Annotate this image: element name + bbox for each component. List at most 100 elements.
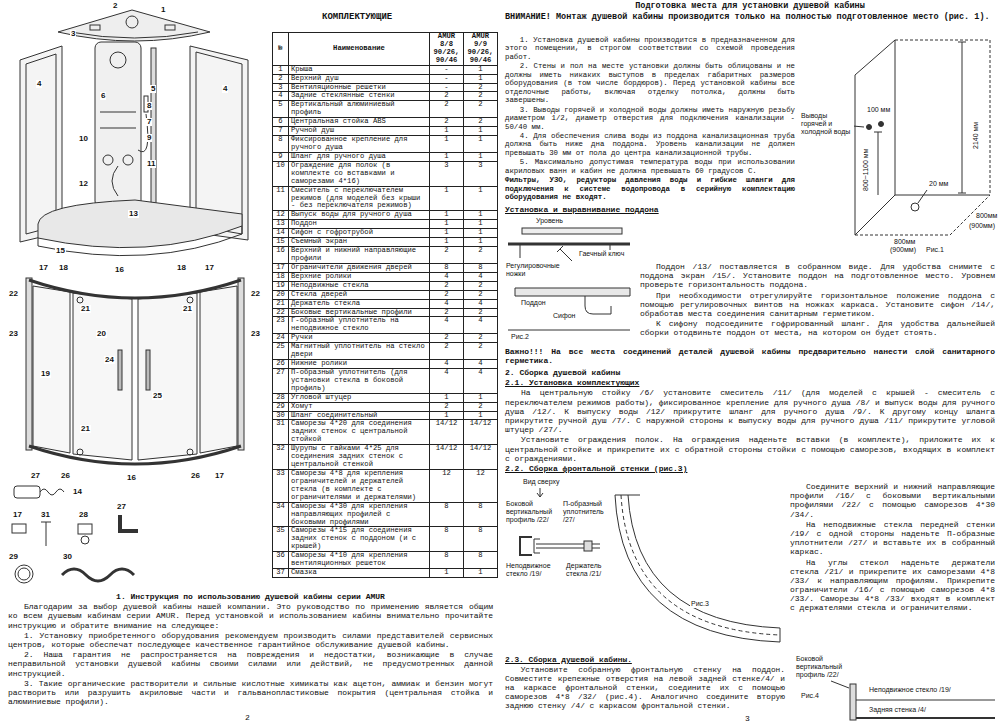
- text-column: 2.3. Сборка душевой кабины.Установите со…: [505, 655, 785, 711]
- callout-number: 16: [126, 474, 137, 482]
- room-figure-part: [855, 40, 895, 75]
- table-cell: 1: [430, 220, 464, 229]
- table-cell: 1: [464, 569, 498, 578]
- table-cell: 1: [430, 238, 464, 247]
- text-column: Важно!!! На все места соединений деталей…: [505, 347, 995, 366]
- table-cell: Нижние ролики: [289, 360, 430, 369]
- tray-figure-part: [508, 243, 630, 246]
- figure-caption: Рис.2: [510, 333, 530, 341]
- page-number: 2: [245, 713, 250, 722]
- table-cell: AMUR 8/8 90/26, 90/46: [430, 33, 464, 66]
- paragraph: 5. Максимально допустимая температура во…: [505, 158, 795, 175]
- room-figure-part: [855, 75, 856, 235]
- table-cell: 4: [464, 368, 498, 393]
- table-cell: Центральная стойка ABS: [289, 118, 430, 127]
- table-cell: 28: [273, 393, 289, 402]
- table-cell: 30: [273, 411, 289, 420]
- table-cell: 26: [273, 360, 289, 369]
- room-figure-part: [895, 40, 990, 41]
- table-cell: 14/12: [464, 445, 498, 470]
- callout-number: 3: [70, 30, 76, 38]
- table-cell: Наименование: [289, 33, 430, 66]
- figure-label: Неподвижное стекло /19/: [868, 686, 952, 694]
- table-cell: 1: [464, 136, 498, 153]
- paragraph: Фильтры, УЗО, редукторы давления воды и …: [505, 176, 795, 201]
- cabin-exploded-view-part: [38, 226, 242, 256]
- small-parts-part: [18, 568, 30, 580]
- table-cell: Сифон с гофротрубой: [289, 229, 430, 238]
- tray-figure-part: [508, 330, 630, 331]
- table-cell: 9: [273, 152, 289, 161]
- table-cell: 2: [464, 290, 498, 299]
- room-figure: [853, 40, 990, 235]
- table-cell: 2: [430, 308, 464, 317]
- cabin-exploded-view-part: [123, 155, 133, 165]
- room-figure-part: [855, 195, 895, 235]
- front-wall-frame-part: [73, 293, 132, 460]
- table-cell: Г-образный уплотнитель на неподвижное ст…: [289, 317, 430, 334]
- table-cell: Верхний душ: [289, 74, 430, 83]
- text-column: 2. Сборка душевой кабины2.1. Установка к…: [505, 368, 995, 474]
- callout-number: 27: [116, 503, 127, 511]
- front-wall-frame-part: [77, 297, 83, 303]
- tray-figure-part: [585, 296, 611, 314]
- table-cell: 1: [464, 65, 498, 74]
- table-cell: 2: [273, 74, 289, 83]
- tray-figure-part: [515, 288, 630, 296]
- table-cell: 2: [464, 308, 498, 317]
- callout-number: 12: [78, 180, 89, 188]
- callout-number: 1: [160, 6, 166, 14]
- text-column: Соедините верхний и нижний направляющие …: [790, 482, 995, 614]
- text-column: 1. Инструкция по использованию душевой к…: [8, 592, 493, 707]
- cabin-exploded-view-part: [38, 200, 242, 248]
- small-parts-part: [78, 524, 92, 534]
- room-figure-part: [853, 126, 864, 127]
- table-cell: 4: [273, 92, 289, 101]
- subheading: Установка и выравнивание поддона: [505, 205, 659, 214]
- table-cell: 4: [430, 299, 464, 308]
- table-cell: 1: [430, 127, 464, 136]
- table-cell: 1: [464, 229, 498, 238]
- table-cell: 22: [273, 308, 289, 317]
- table-cell: 37: [273, 569, 289, 578]
- figure-label: Гаечный ключ: [578, 250, 625, 258]
- table-cell: 2: [464, 118, 498, 127]
- table-cell: 2: [430, 334, 464, 343]
- table-cell: 1: [464, 127, 498, 136]
- room-figure-part: [855, 235, 950, 236]
- small-parts-part: [62, 569, 134, 581]
- table-cell: 1: [464, 186, 498, 211]
- cabin-exploded-view-part: [90, 25, 100, 30]
- table-cell: 1: [430, 211, 464, 220]
- table-cell: 36: [273, 552, 289, 569]
- table-cell: 1: [464, 152, 498, 161]
- callout-number: 10: [78, 135, 89, 143]
- table-cell: 1: [464, 411, 498, 420]
- callout-number: 4: [36, 80, 42, 88]
- callout-number: 21: [80, 305, 91, 313]
- callout-number: 26: [190, 472, 201, 480]
- front-wall-frame: [26, 278, 244, 464]
- figure-label: Выводы горячей и холодной воды: [800, 112, 854, 135]
- table-cell: 25: [273, 343, 289, 360]
- front-wall-top-view-part: [584, 541, 592, 551]
- table-cell: Фиксированное крепление для ручного душа: [289, 136, 430, 153]
- table-cell: 20: [273, 290, 289, 299]
- table-cell: Шланг для ручного душа: [289, 152, 430, 161]
- table-cell: 18: [273, 272, 289, 281]
- table-cell: 17: [273, 263, 289, 272]
- cabin-exploded-view: [20, 10, 248, 256]
- back-wall-joint-figure-part: [856, 700, 995, 701]
- table-cell: 1: [430, 186, 464, 211]
- table-cell: Ручки: [289, 334, 430, 343]
- table-cell: 35: [273, 527, 289, 552]
- table-cell: 3: [430, 161, 464, 186]
- callout-number: 26: [60, 472, 71, 480]
- paragraph: 1. Установка душевой кабины производится…: [505, 36, 795, 61]
- callout-number: 17: [214, 472, 225, 480]
- cabin-exploded-view-part: [110, 52, 126, 68]
- callout-number: 30: [62, 553, 73, 561]
- warning-note: ВНИМАНИЕ! Монтаж душевой кабины производ…: [505, 13, 995, 23]
- callout-number: 8: [146, 102, 152, 110]
- paragraph: На центральную стойку /6/ установите сме…: [505, 388, 995, 434]
